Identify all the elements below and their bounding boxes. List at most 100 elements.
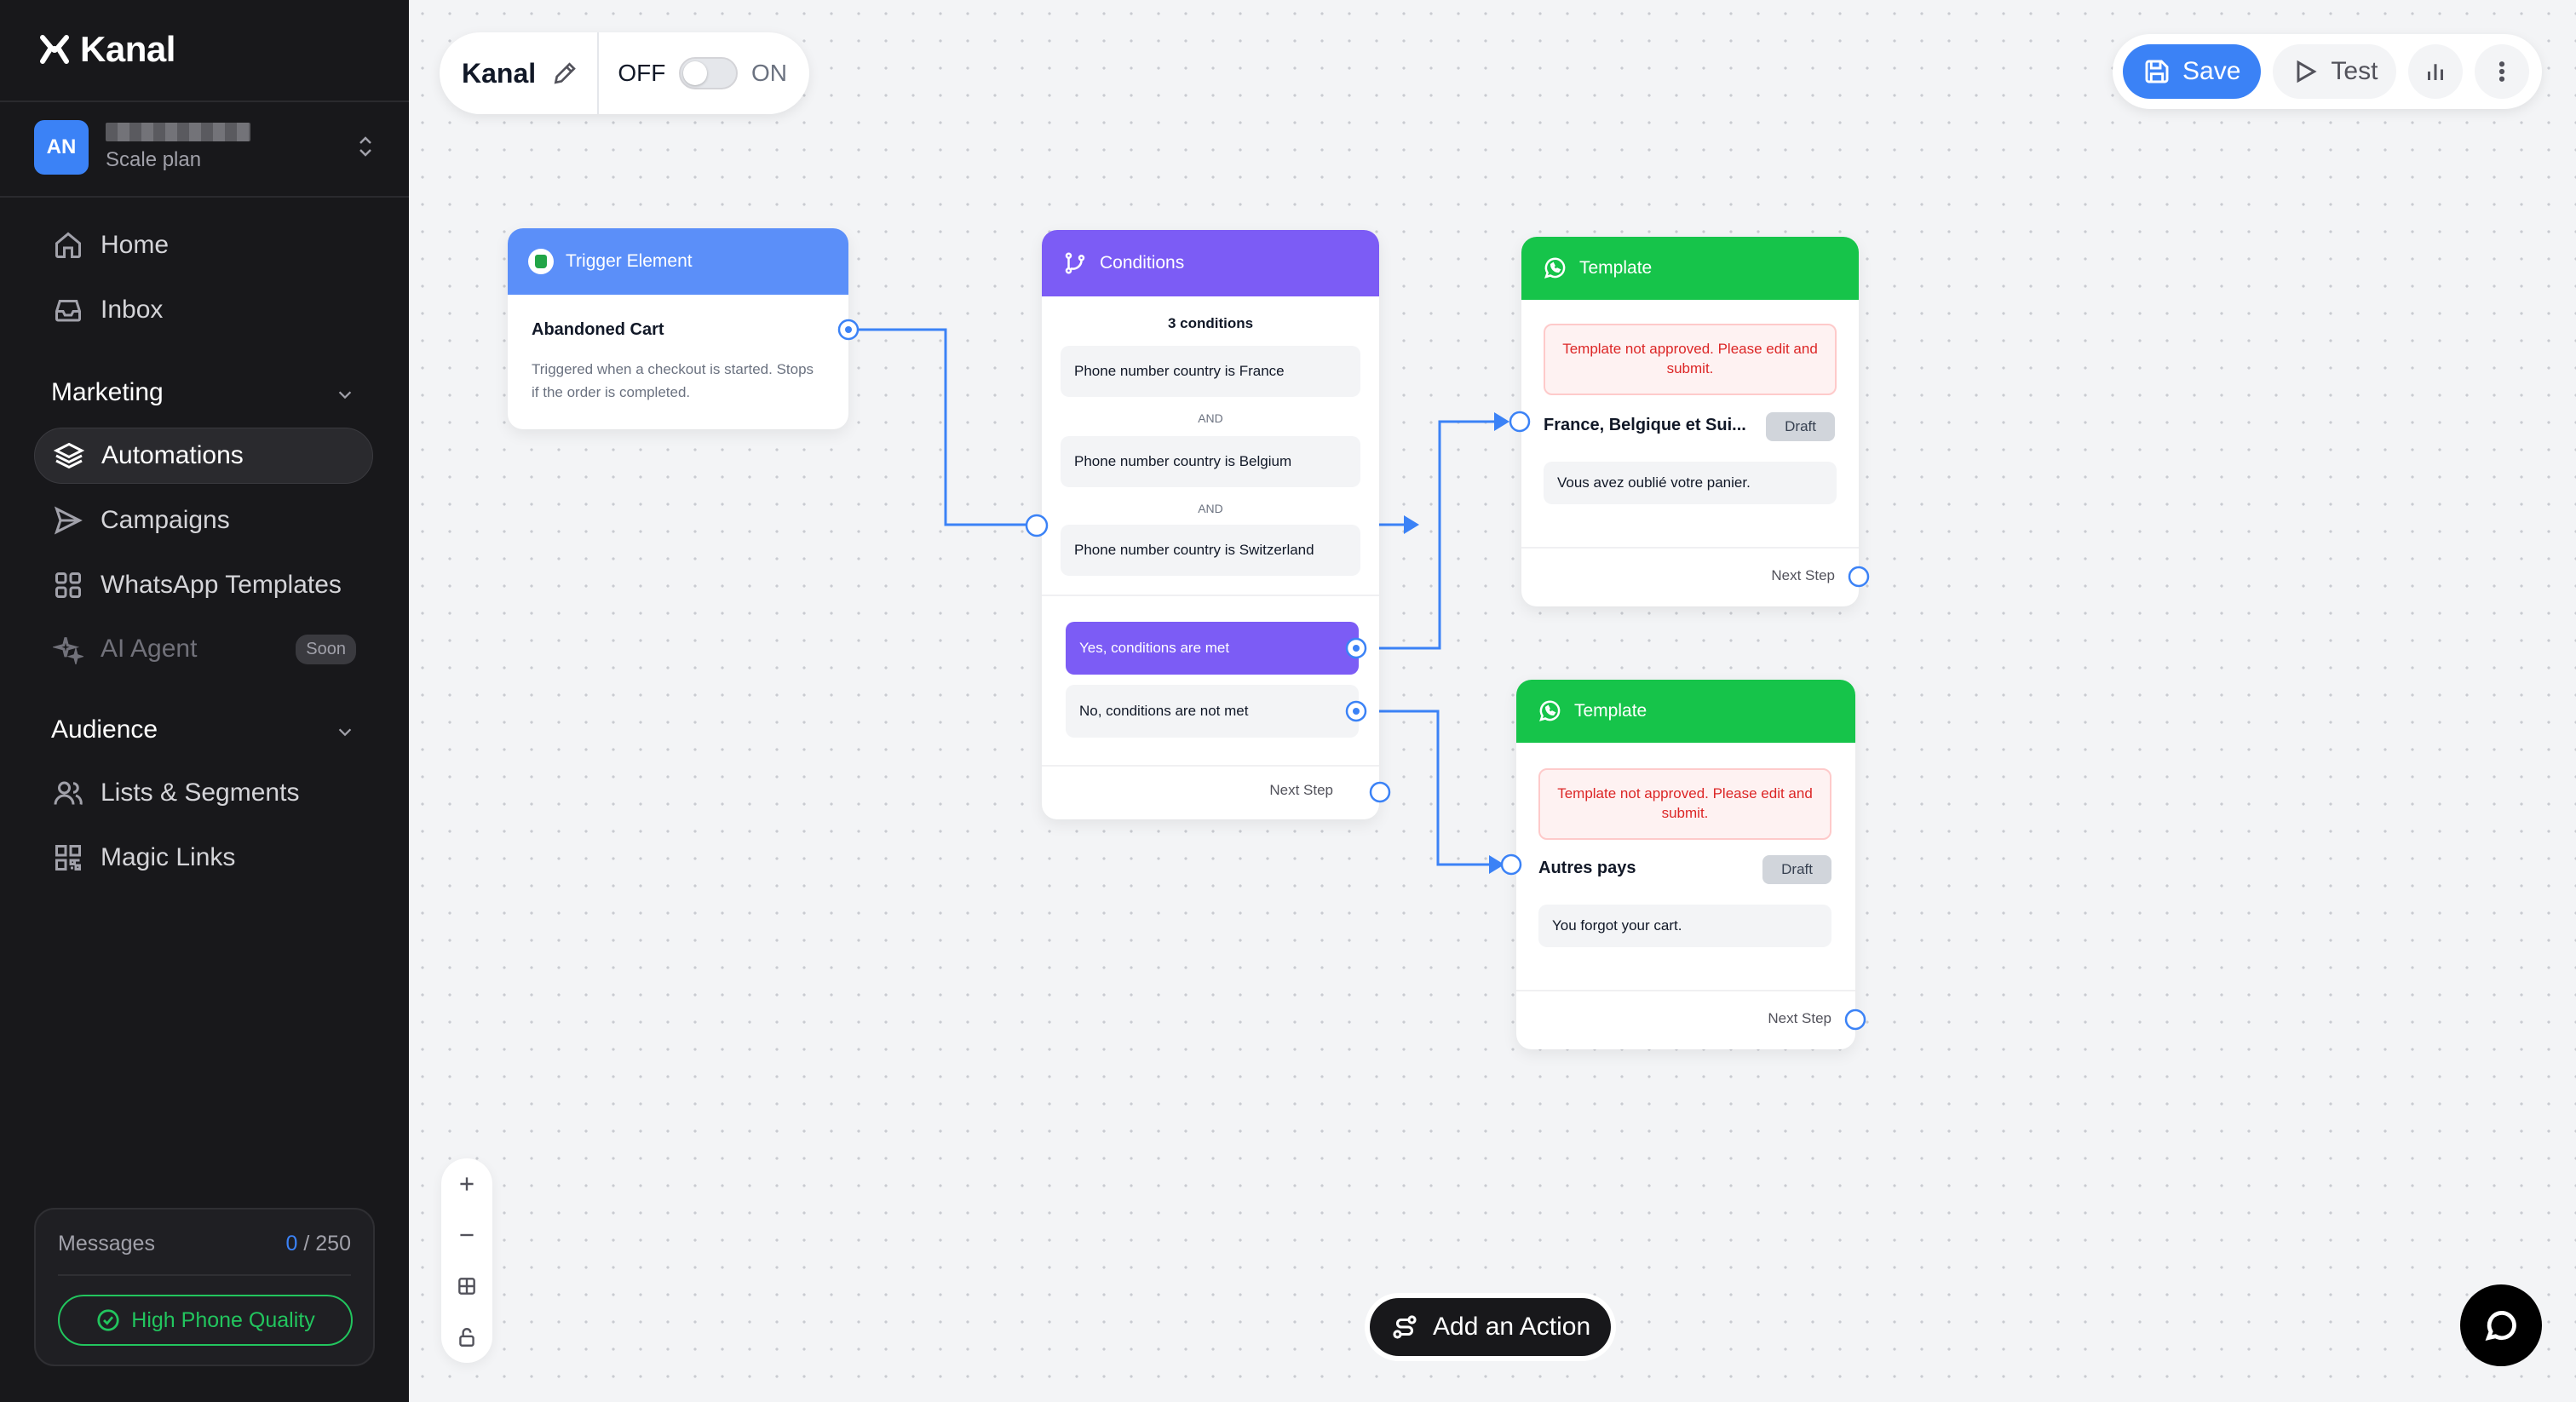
yes-output-handle[interactable] (1344, 636, 1368, 660)
flow-canvas[interactable]: Kanal OFF ON Save Test Trigger Element A… (409, 0, 2576, 1402)
template-node-header: Template (1521, 237, 1859, 300)
sidebar-item-inbox[interactable]: Inbox (34, 282, 373, 338)
sidebar-item-lists-segments[interactable]: Lists & Segments (34, 765, 373, 821)
chevron-down-icon[interactable] (336, 385, 354, 404)
divider (58, 1274, 351, 1276)
lock-button[interactable] (441, 1312, 492, 1363)
divider (1042, 765, 1379, 767)
sidebar: Kanal AN Scale plan Home Inbox Marketing… (0, 0, 409, 1402)
sidebar-item-label: Magic Links (101, 843, 236, 871)
send-icon (54, 506, 83, 535)
check-circle-icon (97, 1309, 119, 1331)
bar-chart-icon (2428, 64, 2444, 80)
account-name-redacted (106, 123, 250, 141)
kanal-logo-icon (40, 35, 69, 64)
pencil-icon[interactable] (551, 59, 578, 88)
template-node-1[interactable]: Template Template not approved. Please e… (1521, 237, 1859, 606)
trigger-node-title: Trigger Element (566, 251, 693, 271)
sidebar-item-magic-links[interactable]: Magic Links (34, 830, 373, 886)
flow-actions-bar: Save Test (2113, 34, 2542, 109)
analytics-button[interactable] (2408, 44, 2464, 99)
template1-next-step-handle[interactable] (1847, 565, 1871, 589)
messages-used: 0 (285, 1232, 298, 1255)
template2-input-handle[interactable] (1499, 853, 1523, 876)
qr-code-icon (55, 845, 81, 871)
condition-item[interactable]: Phone number country is France (1061, 346, 1360, 397)
minus-icon (460, 1233, 474, 1237)
section-audience[interactable]: Audience (51, 715, 158, 744)
zoom-out-button[interactable] (441, 1210, 492, 1261)
conditions-input-handle[interactable] (1024, 513, 1049, 538)
sparkles-icon (53, 637, 83, 664)
avatar: AN (34, 120, 89, 175)
route-icon (1393, 1315, 1417, 1339)
sidebar-item-label: AI Agent (101, 635, 198, 663)
fit-view-icon (458, 1278, 475, 1295)
save-button[interactable]: Save (2123, 44, 2262, 99)
template2-next-step-handle[interactable] (1843, 1008, 1867, 1031)
no-output-handle[interactable] (1344, 699, 1368, 723)
zoom-in-button[interactable] (441, 1158, 492, 1210)
messages-usage-card: Messages 0 / 250 High Phone Quality (34, 1208, 375, 1366)
condition-item[interactable]: Phone number country is Belgium (1061, 436, 1360, 487)
conditions-node-title: Conditions (1100, 253, 1185, 273)
divider (0, 196, 409, 198)
sidebar-item-label: Campaigns (101, 506, 230, 534)
divider (597, 32, 600, 114)
trigger-output-handle[interactable] (837, 318, 860, 342)
template-message-preview: Vous avez oublié votre panier. (1544, 462, 1837, 504)
sidebar-item-campaigns[interactable]: Campaigns (34, 492, 373, 549)
canvas-controls (441, 1158, 492, 1363)
test-button[interactable]: Test (2273, 44, 2397, 99)
next-step-label: Next Step (1768, 1010, 1831, 1026)
kanal-logo[interactable]: Kanal (37, 29, 175, 70)
more-options-button[interactable] (2475, 44, 2530, 99)
whatsapp-icon (1544, 257, 1566, 279)
toggle-off-label: OFF (618, 60, 666, 86)
conditions-node[interactable]: Conditions 3 conditions Phone number cou… (1042, 230, 1379, 819)
phone-quality-button[interactable]: High Phone Quality (58, 1295, 353, 1346)
sidebar-item-label: Inbox (101, 296, 164, 324)
and-label: AND (1198, 411, 1223, 425)
sidebar-item-label: Automations (101, 441, 244, 469)
support-chat-button[interactable] (2460, 1284, 2542, 1366)
save-icon (2145, 60, 2169, 83)
branch-yes[interactable]: Yes, conditions are met (1066, 622, 1359, 675)
active-toggle[interactable] (679, 57, 738, 89)
account-switcher[interactable]: AN Scale plan (34, 119, 375, 175)
template-node-2[interactable]: Template Template not approved. Please e… (1516, 680, 1855, 1049)
chat-bubble-icon (2485, 1311, 2516, 1341)
messages-row: Messages 0 / 250 (58, 1232, 351, 1256)
grid-icon (55, 572, 81, 598)
fit-view-button[interactable] (441, 1261, 492, 1312)
flow-name: Kanal (462, 57, 537, 89)
add-action-button[interactable]: Add an Action (1370, 1298, 1612, 1356)
conditions-next-step-handle[interactable] (1368, 780, 1392, 804)
trigger-node[interactable]: Trigger Element Abandoned Cart Triggered… (508, 228, 848, 429)
sidebar-item-label: Lists & Segments (101, 779, 300, 807)
template-node-header: Template (1516, 680, 1855, 743)
divider (1042, 595, 1379, 596)
condition-item[interactable]: Phone number country is Switzerland (1061, 525, 1360, 576)
sidebar-item-home[interactable]: Home (34, 217, 373, 273)
divider (1521, 547, 1859, 549)
account-plan: Scale plan (106, 148, 202, 171)
arrow-head (1404, 515, 1419, 534)
section-marketing[interactable]: Marketing (51, 378, 164, 406)
sidebar-item-whatsapp-templates[interactable]: WhatsApp Templates (34, 557, 373, 613)
template-name: Autres pays (1538, 859, 1636, 877)
template-error-message: Template not approved. Please edit and s… (1538, 768, 1831, 840)
sidebar-item-ai-agent: AI Agent Soon (34, 621, 373, 677)
sidebar-item-label: Home (101, 231, 170, 259)
branch-no[interactable]: No, conditions are not met (1066, 685, 1359, 738)
template1-input-handle[interactable] (1508, 410, 1532, 434)
draft-badge: Draft (1766, 412, 1835, 441)
chevron-down-icon[interactable] (336, 722, 354, 741)
sidebar-item-automations[interactable]: Automations (34, 428, 373, 484)
logo-text: Kanal (80, 29, 175, 69)
home-icon (55, 232, 81, 258)
save-label: Save (2182, 57, 2241, 85)
flow-title-bar: Kanal OFF ON (440, 32, 809, 114)
inbox-icon (55, 300, 81, 322)
shopify-icon (528, 249, 554, 274)
